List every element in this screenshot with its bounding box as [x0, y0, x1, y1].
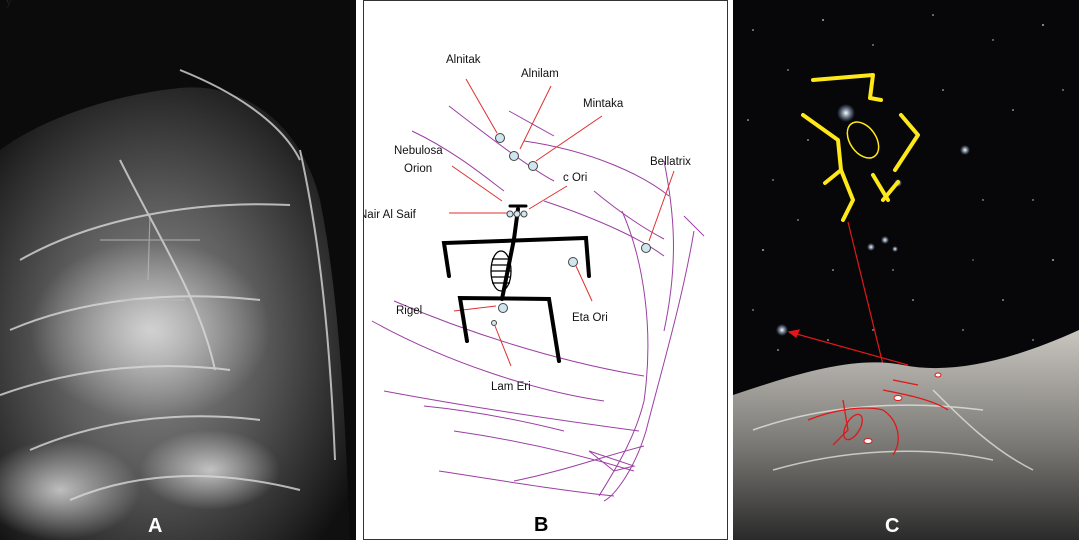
panel-c-sky-photo: C	[733, 0, 1079, 540]
label-mintaka: Mintaka	[583, 98, 624, 110]
sky-photo-c	[733, 0, 1079, 540]
nebula-star-1	[507, 211, 513, 217]
label-bellatrix: Bellatrix	[650, 156, 691, 168]
label-nair-al-saif: Nair Al Saif	[364, 209, 417, 221]
leader-lines	[449, 79, 674, 366]
panel-a-label: A	[148, 515, 162, 538]
panel-a-photo: A y	[0, 0, 356, 540]
tracing-diagram: Alnitak Alnilam Mintaka Nebulosa Orion c…	[364, 1, 728, 540]
caption-fragment: y	[6, 0, 12, 8]
panel-b-label: B	[534, 514, 548, 537]
rigel-star	[499, 304, 508, 313]
label-rigel: Rigel	[396, 305, 422, 317]
label-alnilam: Alnilam	[521, 68, 559, 80]
nebula-star-3	[521, 211, 527, 217]
label-eta-ori: Eta Ori	[572, 312, 608, 324]
panel-c-label: C	[885, 515, 899, 538]
panel-b-diagram: Alnitak Alnilam Mintaka Nebulosa Orion c…	[363, 0, 728, 540]
label-orion: Orion	[404, 163, 432, 175]
bellatrix-star	[642, 244, 651, 253]
nebula-star-2	[514, 211, 520, 217]
rock-photo-a	[0, 0, 356, 540]
engraved-figure	[444, 206, 589, 361]
eta-ori-star	[569, 258, 578, 267]
label-alnitak: Alnitak	[446, 54, 481, 66]
label-nebulosa: Nebulosa	[394, 145, 443, 157]
mintaka-star	[529, 162, 538, 171]
label-lam-eri: Lam Eri	[491, 381, 531, 393]
alnitak-star	[496, 134, 505, 143]
figure-body-oval	[491, 251, 511, 291]
alnilam-star	[510, 152, 519, 161]
lam-eri-star	[492, 321, 497, 326]
label-c-ori: c Ori	[563, 172, 587, 184]
